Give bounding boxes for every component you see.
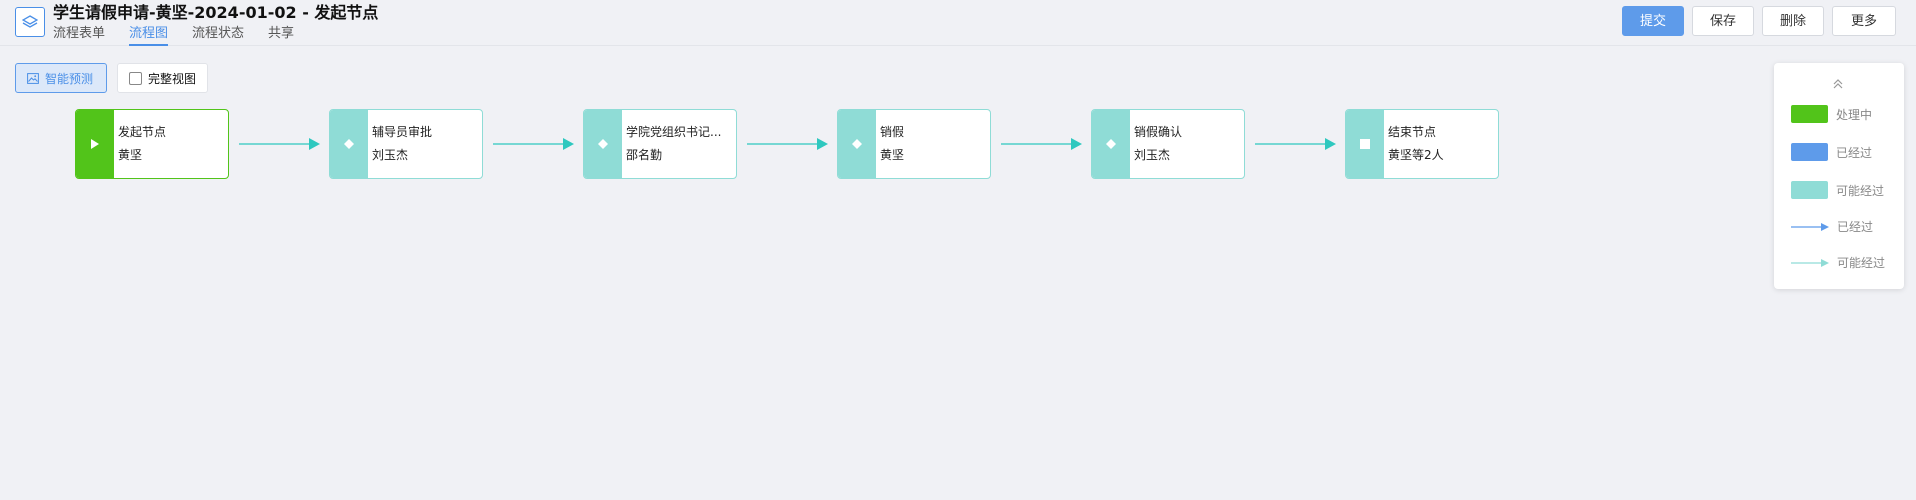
image-icon bbox=[27, 72, 39, 84]
stop-icon bbox=[1360, 139, 1370, 149]
flow-edge-arrow bbox=[1001, 138, 1082, 150]
tab-bar: 流程表单 流程图 流程状态 共享 bbox=[53, 25, 294, 46]
chevron-double-up-icon[interactable] bbox=[1831, 78, 1845, 90]
page-title: 学生请假申请-黄坚-2024-01-02 - 发起节点 bbox=[53, 3, 379, 22]
diamond-icon bbox=[598, 139, 608, 149]
flow-node-end[interactable]: 结束节点 黄坚等2人 bbox=[1345, 109, 1499, 179]
flow-edge-arrow bbox=[747, 138, 828, 150]
header: 学生请假申请-黄坚-2024-01-02 - 发起节点 流程表单 流程图 流程状… bbox=[0, 0, 1916, 46]
action-buttons: 提交 保存 删除 更多 bbox=[1622, 6, 1896, 36]
legend-label: 已经过 bbox=[1837, 220, 1874, 234]
flow-edge-arrow bbox=[1255, 138, 1336, 150]
diamond-icon bbox=[1106, 139, 1116, 149]
smart-preview-label: 智能预测 bbox=[45, 71, 94, 86]
legend-item-possible-edge: 可能经过 bbox=[1791, 254, 1885, 271]
legend-item-passed: 已经过 bbox=[1791, 143, 1872, 161]
legend-item-processing: 处理中 bbox=[1791, 105, 1872, 123]
tab-form[interactable]: 流程表单 bbox=[53, 26, 106, 41]
node-name: 发起节点 bbox=[118, 125, 167, 139]
play-icon bbox=[91, 139, 99, 149]
flow-node-leave-cancel-confirm[interactable]: 销假确认 刘玉杰 bbox=[1091, 109, 1245, 179]
node-name: 结束节点 bbox=[1388, 125, 1437, 139]
flow-edge-arrow bbox=[239, 138, 320, 150]
legend-panel: 处理中 已经过 可能经过 已经过 可能经过 bbox=[1774, 63, 1904, 289]
legend-label: 已经过 bbox=[1836, 145, 1873, 160]
full-view-label: 完整视图 bbox=[147, 71, 196, 86]
save-button[interactable]: 保存 bbox=[1692, 6, 1754, 36]
legend-item-passed-edge: 已经过 bbox=[1791, 218, 1873, 235]
delete-button[interactable]: 删除 bbox=[1762, 6, 1824, 36]
flow-node-counselor-approval[interactable]: 辅导员审批 刘玉杰 bbox=[329, 109, 483, 179]
full-view-toggle[interactable]: 完整视图 bbox=[117, 63, 208, 93]
flow-toolbar: 智能预测 完整视图 bbox=[15, 63, 208, 93]
flow-node-leave-cancel[interactable]: 销假 黄坚 bbox=[837, 109, 991, 179]
submit-button[interactable]: 提交 bbox=[1622, 6, 1684, 36]
flow-node-start[interactable]: 发起节点 黄坚 bbox=[75, 109, 229, 179]
node-person: 黄坚 bbox=[118, 148, 143, 162]
node-name: 辅导员审批 bbox=[372, 125, 433, 139]
legend-label: 可能经过 bbox=[1836, 183, 1885, 198]
legend-label: 处理中 bbox=[1836, 107, 1873, 122]
legend-label: 可能经过 bbox=[1837, 256, 1886, 270]
node-name: 销假确认 bbox=[1134, 125, 1183, 139]
legend-item-possible: 可能经过 bbox=[1791, 181, 1884, 199]
legend-swatch bbox=[1791, 181, 1828, 199]
tab-flowchart[interactable]: 流程图 bbox=[129, 25, 169, 46]
tab-status[interactable]: 流程状态 bbox=[192, 26, 245, 41]
node-person: 黄坚 bbox=[880, 148, 905, 162]
full-view-checkbox[interactable] bbox=[129, 71, 142, 85]
legend-swatch bbox=[1791, 143, 1828, 161]
node-person: 刘玉杰 bbox=[1134, 148, 1171, 162]
node-name: 销假 bbox=[880, 125, 905, 139]
arrow-right-icon bbox=[1791, 222, 1829, 231]
node-person: 邵名勤 bbox=[626, 148, 663, 162]
diamond-icon bbox=[852, 139, 862, 149]
tab-share[interactable]: 共享 bbox=[268, 26, 295, 41]
flow-edge-arrow bbox=[493, 138, 574, 150]
arrow-right-icon bbox=[1791, 258, 1829, 267]
legend-swatch bbox=[1791, 105, 1828, 123]
node-name: 学院党组织书记... bbox=[626, 125, 722, 139]
more-button[interactable]: 更多 bbox=[1832, 6, 1896, 36]
smart-preview-button[interactable]: 智能预测 bbox=[15, 63, 107, 93]
flow-node-party-secretary[interactable]: 学院党组织书记... 邵名勤 bbox=[583, 109, 737, 179]
node-person: 黄坚等2人 bbox=[1388, 148, 1444, 162]
diamond-icon bbox=[344, 139, 354, 149]
layers-icon[interactable] bbox=[15, 7, 45, 37]
node-person: 刘玉杰 bbox=[372, 148, 409, 162]
